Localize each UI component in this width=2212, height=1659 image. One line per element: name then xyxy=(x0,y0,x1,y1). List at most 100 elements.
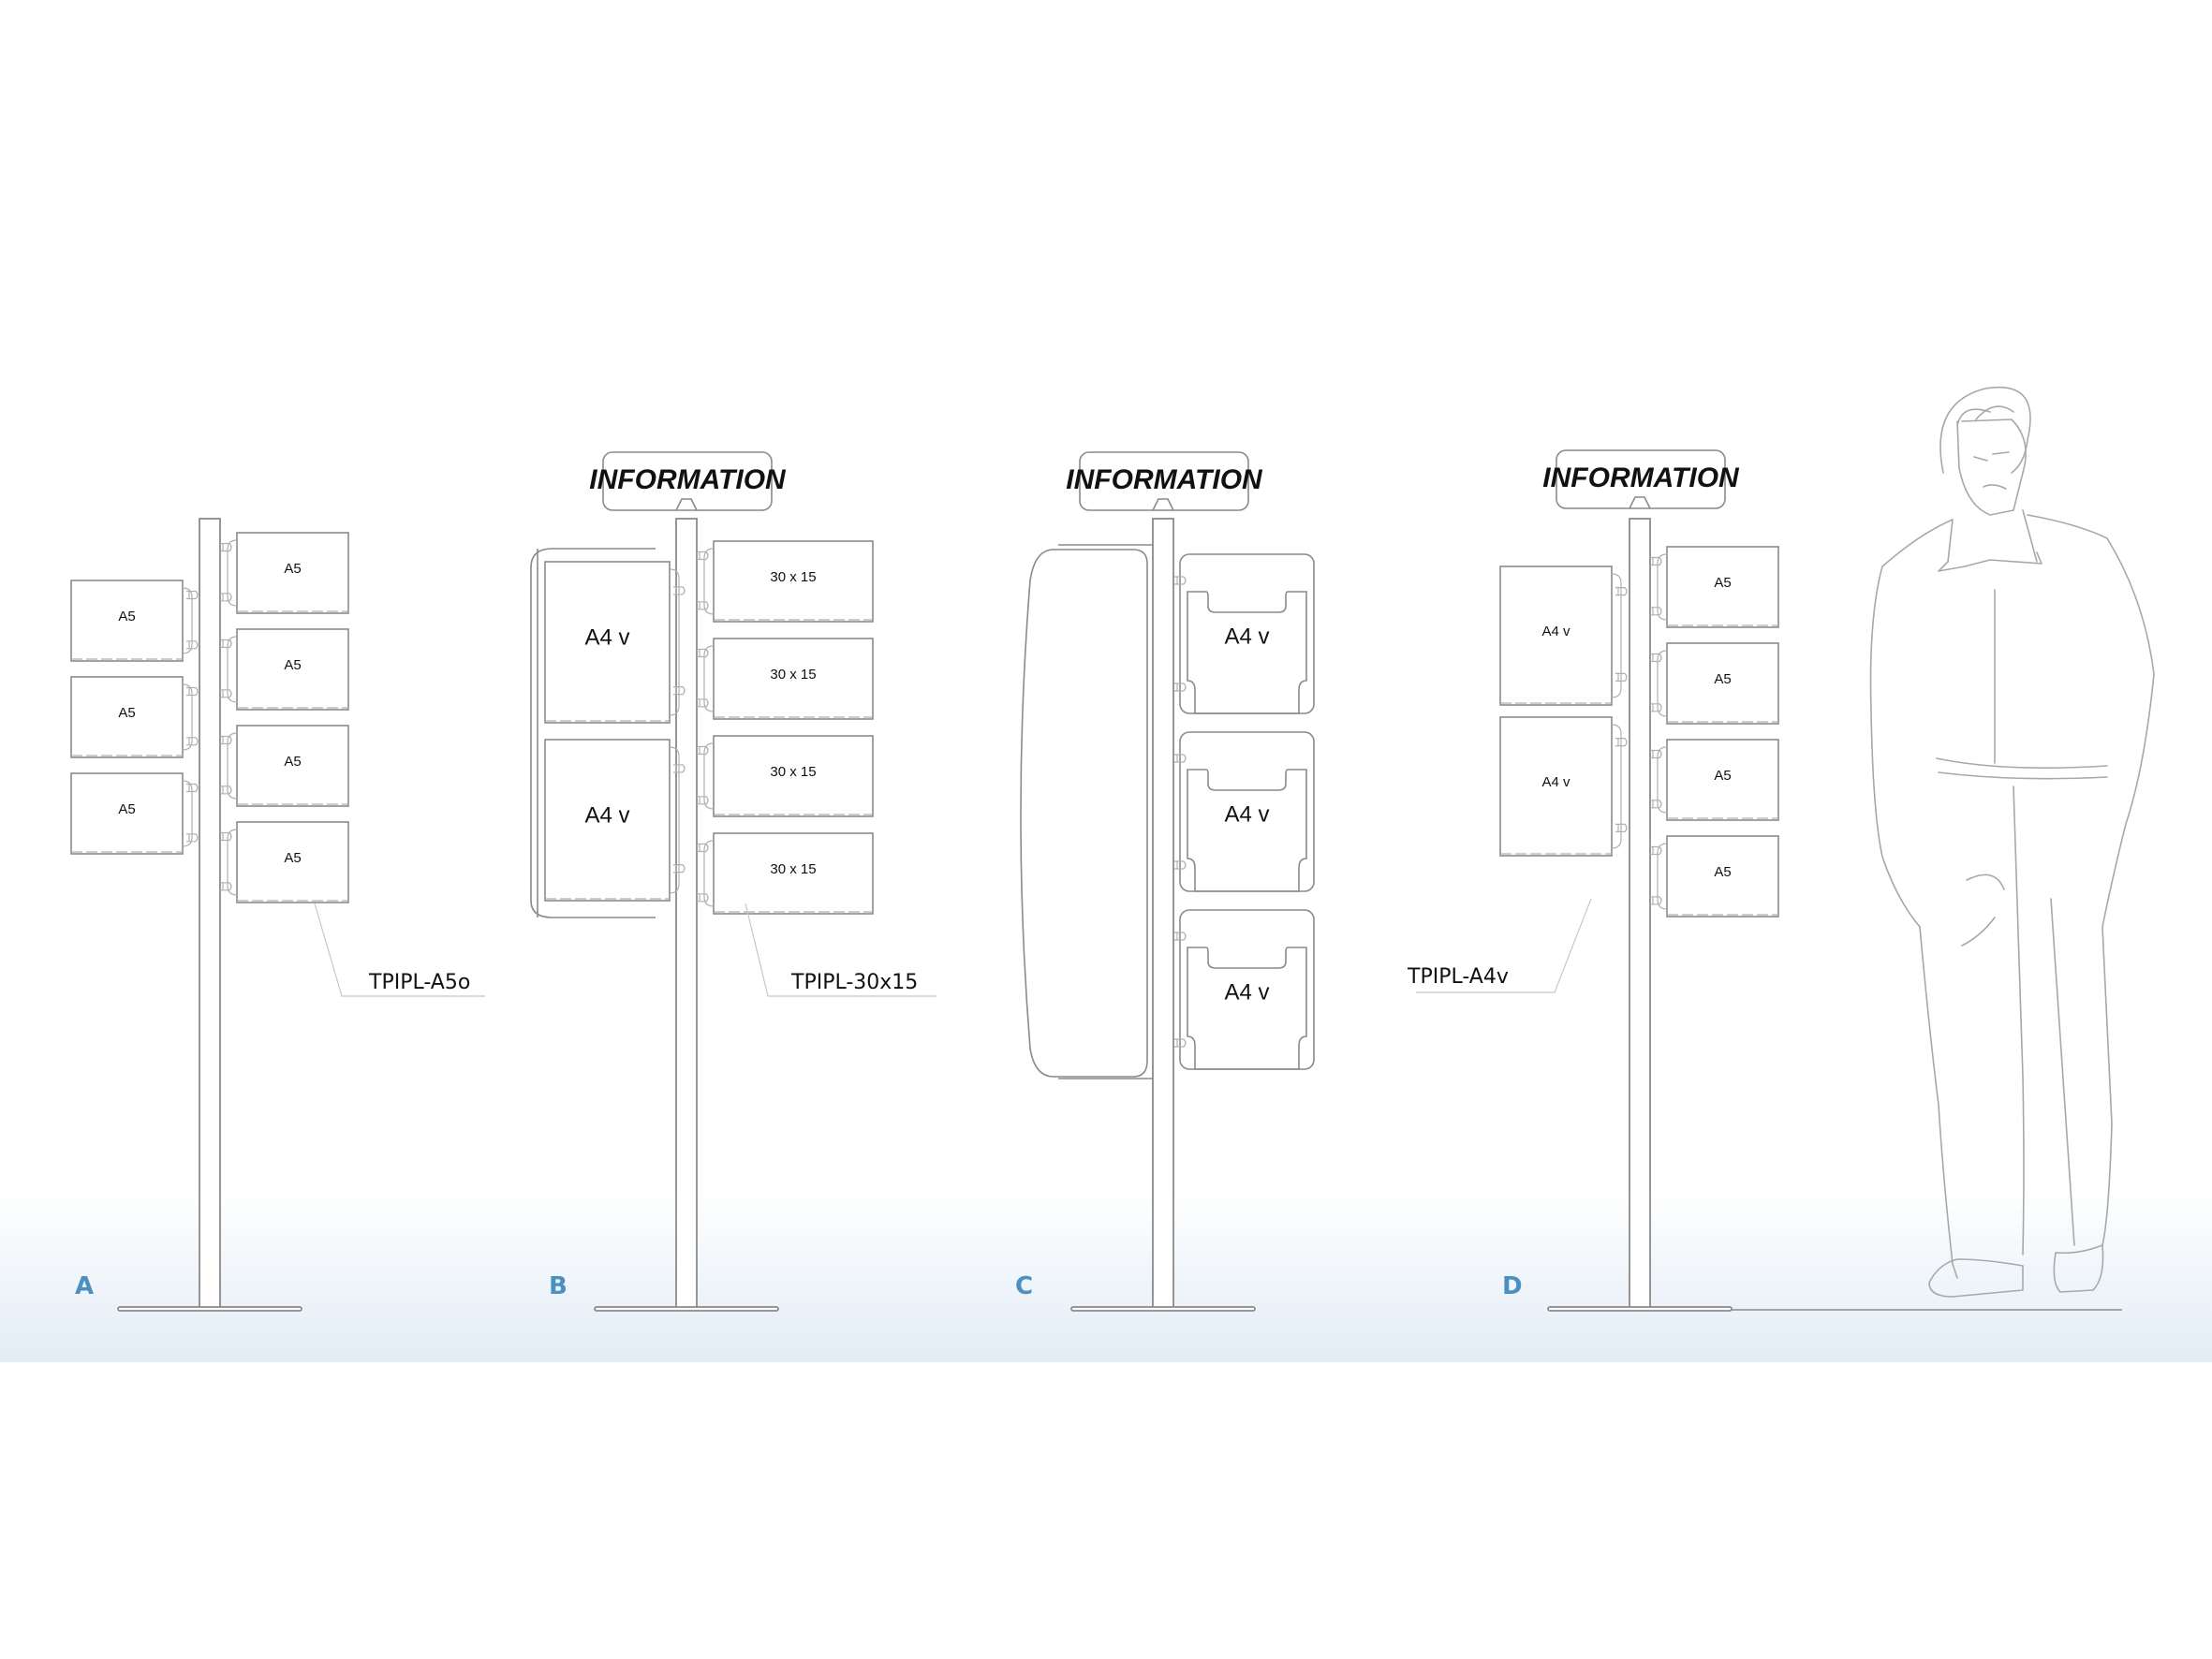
pole xyxy=(1629,518,1651,1309)
clip-icon xyxy=(1650,703,1662,712)
side-frame xyxy=(530,548,656,918)
panel-size-label: 30 x 15 xyxy=(770,764,816,780)
product-code: TPIPL-A5o xyxy=(368,971,470,994)
floor-gradient xyxy=(0,1189,2212,1362)
panel-size-label: A5 xyxy=(118,705,135,721)
panel-size-label: 30 x 15 xyxy=(770,667,816,683)
clip-icon xyxy=(1174,932,1187,941)
clip-icon xyxy=(186,783,199,793)
clip-icon xyxy=(1174,754,1187,763)
clip-icon xyxy=(1615,738,1628,747)
panel-size-label: A4 v xyxy=(1224,979,1269,1005)
base-plate xyxy=(1547,1306,1733,1312)
brochure-holder: A4 v xyxy=(1174,731,1315,892)
information-sign: INFORMATION xyxy=(589,451,787,511)
clip-icon xyxy=(697,601,709,610)
clip-icon xyxy=(186,640,199,650)
clip-icon xyxy=(673,764,686,773)
stand-c: INFORMATION A4 v A4 v A4 v C xyxy=(1015,451,1315,1312)
sign-text: INFORMATION xyxy=(1542,462,1740,493)
panel-size-label: A4 v xyxy=(1224,801,1269,827)
leader-line xyxy=(1416,898,1592,993)
display-panel: A5 xyxy=(220,725,349,807)
display-panel: A4 v xyxy=(544,739,686,902)
stand-letter: A xyxy=(75,1272,94,1300)
panel-size-label: A4 v xyxy=(1541,774,1571,790)
clip-icon xyxy=(1174,576,1187,585)
panel-size-label: A4 v xyxy=(584,802,629,828)
product-code: TPIPL-30x15 xyxy=(790,971,918,994)
panel-size-label: A5 xyxy=(284,561,301,577)
base-plate xyxy=(594,1306,779,1312)
sign-text: INFORMATION xyxy=(589,464,787,495)
display-panel: 30 x 15 xyxy=(697,735,874,817)
clip-icon xyxy=(1650,800,1662,809)
display-panel: A5 xyxy=(70,772,199,855)
panel-size-label: 30 x 15 xyxy=(770,569,816,585)
base-plate xyxy=(1070,1306,1256,1312)
leader-line xyxy=(745,903,936,997)
display-panel: A5 xyxy=(70,580,199,662)
panel-size-label: A5 xyxy=(284,754,301,770)
clip-icon xyxy=(1174,1038,1187,1048)
clip-icon xyxy=(697,893,709,903)
clip-icon xyxy=(186,737,199,746)
clip-icon xyxy=(697,698,709,708)
leader-line xyxy=(314,903,485,997)
display-panel: A5 xyxy=(1650,739,1779,821)
display-panel: A5 xyxy=(220,532,349,614)
panel-size-label: A5 xyxy=(284,850,301,866)
display-panel: 30 x 15 xyxy=(697,832,874,915)
panel-size-label: A5 xyxy=(1714,575,1731,591)
brochure-holder: A4 v xyxy=(1174,909,1315,1070)
clip-icon xyxy=(697,796,709,805)
display-panel: A5 xyxy=(1650,642,1779,725)
panel-size-label: A5 xyxy=(1714,671,1731,687)
curved-panel xyxy=(1020,549,1148,1078)
clip-icon xyxy=(1174,683,1187,692)
clip-icon xyxy=(1650,607,1662,616)
clip-icon xyxy=(186,590,199,600)
panel-size-label: A4 v xyxy=(584,624,629,650)
clip-icon xyxy=(1615,672,1628,682)
panel-size-label: A5 xyxy=(1714,864,1731,880)
clip-icon xyxy=(673,586,686,595)
display-panel: A5 xyxy=(220,628,349,711)
panel-size-label: A5 xyxy=(118,609,135,624)
panel-size-label: A4 v xyxy=(1224,624,1269,649)
stand-letter: C xyxy=(1015,1272,1033,1300)
stand-b: INFORMATION A4 v A4 v 30 x 15 30 x 15 30 x … xyxy=(530,451,936,1312)
panel-size-label: A5 xyxy=(284,657,301,673)
clip-icon xyxy=(186,686,199,697)
display-panel: A5 xyxy=(220,821,349,903)
clip-icon xyxy=(673,686,686,696)
display-panel: A5 xyxy=(1650,835,1779,918)
clip-icon xyxy=(220,785,232,795)
display-panel: A5 xyxy=(1650,546,1779,628)
base-plate xyxy=(117,1306,302,1312)
person-scale-figure xyxy=(1869,387,2155,1298)
panel-size-label: A5 xyxy=(118,801,135,817)
stand-letter: B xyxy=(549,1272,568,1300)
pole xyxy=(1152,518,1174,1309)
information-sign: INFORMATION xyxy=(1066,451,1263,511)
display-panel: A4 v xyxy=(1499,565,1628,706)
stand-letter: D xyxy=(1502,1272,1523,1300)
clip-icon xyxy=(1615,823,1628,832)
display-panel: A5 xyxy=(70,676,199,758)
pole xyxy=(199,518,221,1309)
brochure-holder: A4 v xyxy=(1174,553,1315,714)
clip-icon xyxy=(220,593,232,602)
panel-size-label: A4 v xyxy=(1541,624,1571,639)
panel-size-label: A5 xyxy=(1714,768,1731,784)
display-panel: 30 x 15 xyxy=(697,638,874,720)
product-code: TPIPL-A4v xyxy=(1407,965,1509,989)
clip-icon xyxy=(1174,860,1187,870)
clip-icon xyxy=(220,882,232,891)
clip-icon xyxy=(186,833,199,843)
display-panel: A4 v xyxy=(544,561,686,724)
display-panel: A4 v xyxy=(1499,716,1628,857)
